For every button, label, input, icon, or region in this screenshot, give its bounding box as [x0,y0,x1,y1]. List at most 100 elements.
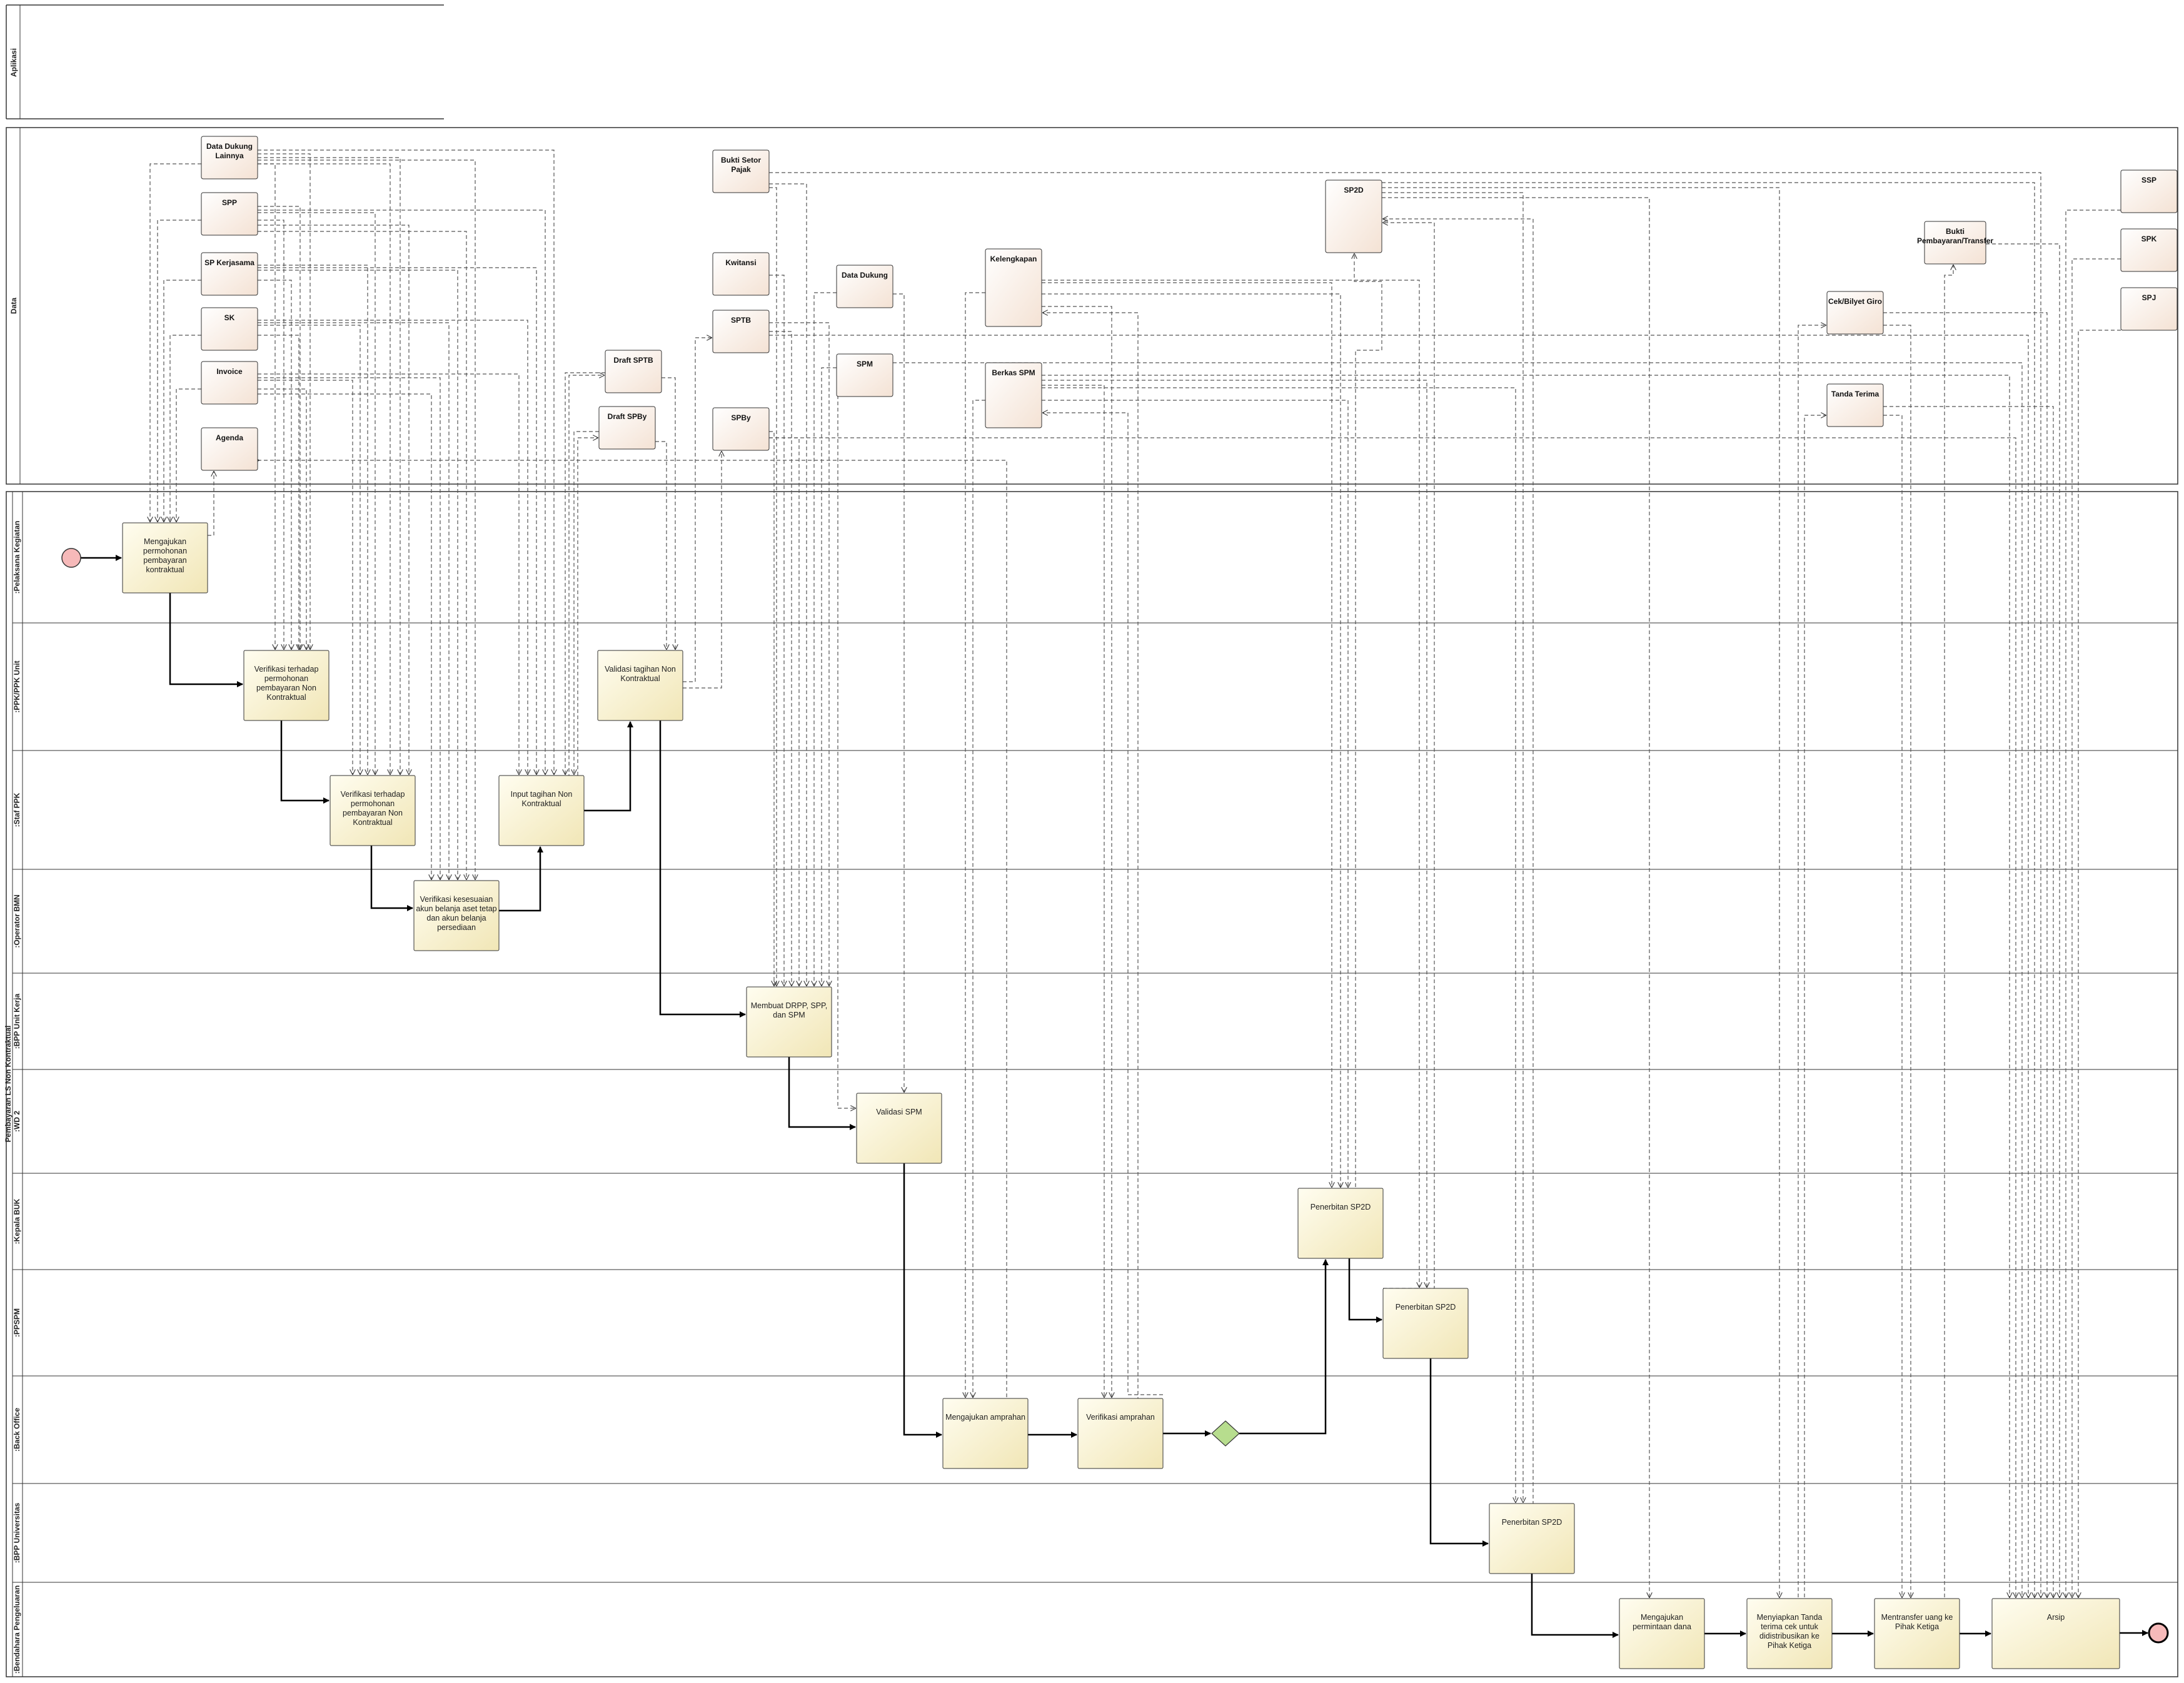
data-object-label: SPM [857,360,873,368]
data-object-label: Kelengkapan [990,255,1037,263]
data-object-spp[interactable]: SPP [201,192,258,236]
lane-label: :Bendahara Pengeluaran [13,1585,21,1674]
task-label: Verifikasi amprahan [1086,1413,1155,1422]
data-association [1354,254,1382,1187]
data-association [1382,182,2035,1597]
data-association [258,212,375,774]
data-association [1382,187,1779,1597]
data-association [150,163,201,522]
data-object-label: SSP [2141,176,2156,184]
task-penerbitan-sp2d-bpp-univ[interactable]: Penerbitan SP2D [1489,1503,1575,1574]
data-association [170,335,201,522]
data-association [1042,387,1516,1502]
data-association [2066,210,2121,1597]
data-object-sk[interactable]: SK [201,307,258,351]
data-association [158,220,201,522]
task-mengajukan-amprahan[interactable]: Mengajukan amprahan [942,1398,1029,1469]
exclusive-gateway[interactable] [1211,1420,1240,1447]
data-object-spby[interactable]: SPBy [712,407,770,451]
data-object-draft-sptb[interactable]: Draft SPTB [605,350,662,393]
task-validasi-spm[interactable]: Validasi SPM [856,1093,942,1164]
data-association [1804,415,1826,1597]
data-object-cek-bilyet-giro[interactable]: Cek/Bilyet Giro [1826,291,1884,335]
data-object-spk[interactable]: SPK [2120,228,2178,272]
data-object-label: SP2D [1344,186,1364,195]
data-object-sptb[interactable]: SPTB [712,310,770,353]
data-association [258,388,306,649]
task-arsip[interactable]: Arsip [1991,1598,2120,1669]
sequence-flow [903,1163,942,1438]
data-association [769,335,2028,1597]
sequence-flow [1429,1358,1489,1547]
task-penerbitan-sp2d-kepala-buk[interactable]: Penerbitan SP2D [1297,1188,1384,1259]
data-object-label: SPJ [2142,293,2156,302]
data-association [258,380,353,774]
data-association [965,292,985,1397]
data-object-sp2d[interactable]: SP2D [1325,179,1382,253]
task-label: Arsip [2047,1613,2065,1622]
data-association [258,265,368,774]
data-object-label: Draft SPTB [613,356,653,365]
data-object-kelengkapan[interactable]: Kelengkapan [985,248,1042,327]
data-object-spm[interactable]: SPM [836,353,893,397]
data-object-label: SPBy [731,413,751,422]
data-object-invoice[interactable]: Invoice [201,361,258,405]
start-event[interactable] [61,548,81,568]
task-membuat-drpp[interactable]: Membuat DRPP, SPP,dan SPM [746,986,832,1058]
data-object-kwitansi[interactable]: Kwitansi [712,252,770,296]
task-verifikasi-amprahan[interactable]: Verifikasi amprahan [1077,1398,1164,1469]
data-section: Data [6,127,2178,485]
data-association [1986,243,2060,1597]
data-association [258,325,360,774]
data-association [164,280,201,522]
data-association [258,157,400,774]
data-association [2078,330,2121,1597]
task-penerbitan-sp2d-ppspm[interactable]: Penerbitan SP2D [1382,1288,1469,1359]
sequence-flow [499,846,543,912]
data-association [2072,258,2121,1597]
data-association [837,377,855,1108]
data-association [258,393,431,879]
data-association [1042,280,1419,1287]
data-association [973,400,985,1397]
data-object-ssp[interactable]: SSP [2120,169,2178,213]
data-association [1042,293,1341,1187]
lane-label: :Back Office [13,1408,21,1452]
data-object-spj[interactable]: SPJ [2120,287,2178,331]
data-association [258,267,536,774]
data-association [769,187,777,986]
end-event[interactable] [2148,1622,2169,1644]
lane-label: :PPSPM [13,1308,21,1337]
data-association [258,320,528,774]
data-association [258,163,390,774]
data-object-data-dukung[interactable]: Data Dukung [836,265,893,308]
data-object-agenda[interactable]: Agenda [201,427,258,471]
data-object-tanda-terima[interactable]: Tanda Terima [1826,383,1884,427]
data-object-berkas-spm[interactable]: Berkas SPM [985,362,1042,428]
data-object-label: SPK [2141,235,2157,243]
data-object-draft-spby[interactable]: Draft SPBy [598,406,656,450]
data-object-label: Tanda Terima [1831,390,1880,398]
data-association [258,159,475,879]
data-association [683,452,722,689]
data-association [1883,406,2053,1597]
data-object-sp-kerjasama[interactable]: SP Kerjasama [201,252,258,296]
